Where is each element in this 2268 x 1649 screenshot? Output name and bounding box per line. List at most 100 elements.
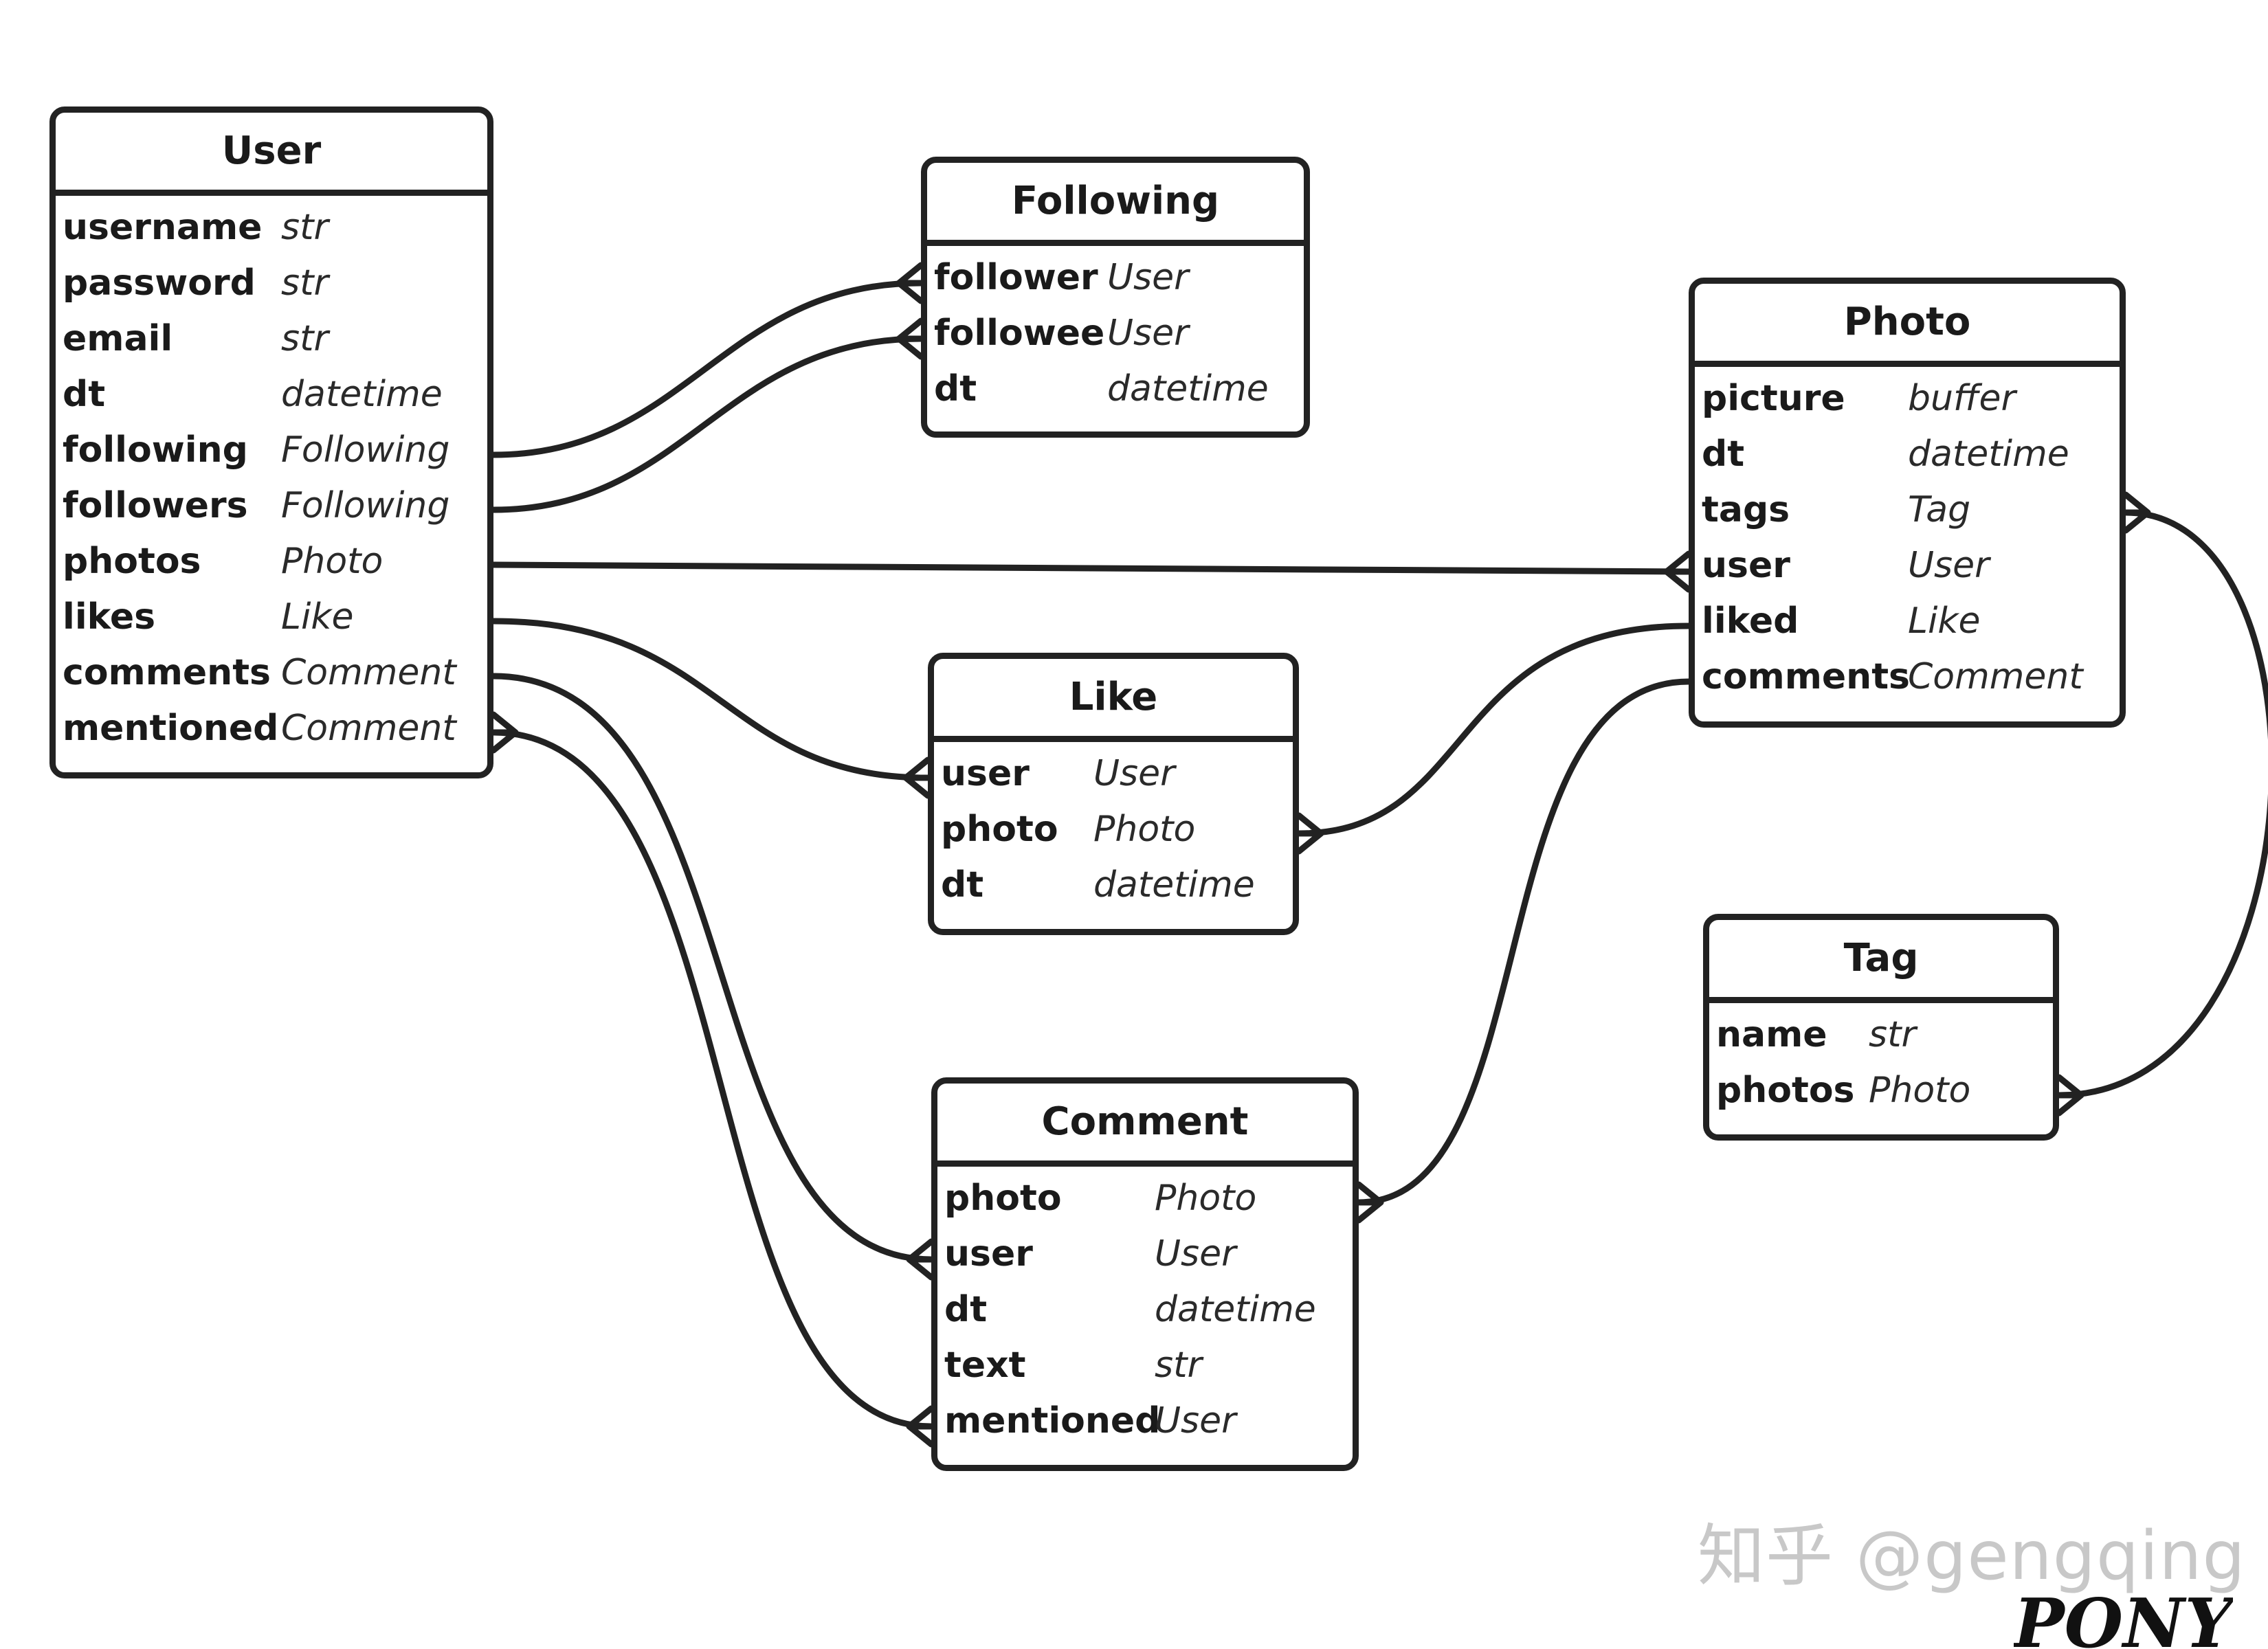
attribute-type: str bbox=[281, 262, 329, 304]
attribute-name: user bbox=[944, 1233, 1033, 1275]
attribute-type: User bbox=[1093, 753, 1175, 794]
pony-logo: PONY bbox=[2014, 1591, 2233, 1649]
attribute-type: Comment bbox=[281, 652, 456, 693]
attribute-type: str bbox=[1155, 1345, 1202, 1386]
attribute-row: dt datetime bbox=[927, 361, 1304, 417]
attribute-name: dt bbox=[941, 864, 984, 906]
link-user-mentioned bbox=[490, 729, 935, 1430]
attribute-type: Tag bbox=[1908, 489, 1971, 530]
attribute-name: tags bbox=[1702, 489, 1790, 530]
attribute-name: follower bbox=[934, 257, 1098, 298]
attribute-row: dt datetime bbox=[934, 857, 1293, 913]
attribute-type: Following bbox=[281, 429, 450, 471]
attribute-name: liked bbox=[1702, 601, 1799, 642]
crow-foot-marker bbox=[906, 1238, 935, 1281]
entity-title: Tag bbox=[1709, 920, 2053, 1003]
attribute-type: str bbox=[281, 318, 329, 359]
attribute-type: Photo bbox=[1869, 1070, 1971, 1111]
attribute-row: email str bbox=[56, 311, 487, 367]
attribute-type: User bbox=[1155, 1400, 1236, 1442]
attribute-name: photo bbox=[941, 809, 1058, 850]
attribute-row: likes Like bbox=[56, 590, 487, 645]
attribute-type: Photo bbox=[1155, 1178, 1257, 1219]
attribute-type: buffer bbox=[1908, 378, 2016, 419]
attribute-row: photo Photo bbox=[937, 1171, 1353, 1226]
link-user-followers-followee bbox=[490, 335, 924, 513]
link-photo-comments bbox=[1355, 678, 1692, 1206]
crow-foot-marker bbox=[1663, 550, 1692, 593]
link-photo-liked bbox=[1296, 622, 1692, 837]
attribute-row: dt datetime bbox=[937, 1282, 1353, 1338]
attribute-name: dt bbox=[944, 1289, 988, 1330]
attribute-type: User bbox=[1155, 1233, 1236, 1275]
attribute-row: dt datetime bbox=[56, 367, 487, 423]
attribute-name: dt bbox=[63, 374, 106, 415]
attribute-type: Following bbox=[281, 485, 450, 526]
attribute-name: comments bbox=[63, 652, 271, 693]
entity-title: Comment bbox=[937, 1084, 1353, 1167]
crow-foot-marker bbox=[1355, 1181, 1384, 1224]
attribute-name: email bbox=[63, 318, 173, 359]
entity-title: Like bbox=[934, 659, 1293, 742]
attribute-row: followers Following bbox=[56, 478, 487, 534]
attribute-name: comments bbox=[1702, 656, 1911, 697]
crow-foot-marker bbox=[2122, 491, 2151, 534]
attribute-name: dt bbox=[934, 368, 977, 410]
attribute-type: datetime bbox=[1107, 368, 1269, 410]
watermark-text: 知乎 @gengqing bbox=[1698, 1517, 2246, 1595]
attribute-name: photo bbox=[944, 1178, 1062, 1219]
attribute-type: datetime bbox=[281, 374, 443, 415]
attribute-name: username bbox=[63, 207, 263, 248]
crow-foot-marker bbox=[896, 262, 924, 304]
crow-foot-marker bbox=[902, 756, 931, 799]
link-user-comments bbox=[490, 673, 935, 1263]
link-user-following-follower bbox=[490, 280, 924, 458]
attribute-name: text bbox=[944, 1345, 1026, 1386]
attribute-type: datetime bbox=[1908, 434, 2069, 475]
link-photo-tags bbox=[2056, 509, 2268, 1099]
attribute-name: photos bbox=[63, 541, 201, 582]
attribute-name: dt bbox=[1702, 434, 1745, 475]
attribute-name: name bbox=[1716, 1014, 1827, 1055]
attribute-name: mentioned bbox=[944, 1400, 1161, 1442]
attribute-type: datetime bbox=[1155, 1289, 1316, 1330]
attribute-name: user bbox=[941, 753, 1030, 794]
attribute-type: User bbox=[1107, 313, 1189, 354]
attribute-type: datetime bbox=[1093, 864, 1255, 906]
attribute-type: str bbox=[281, 207, 329, 248]
attribute-row: user User bbox=[937, 1226, 1353, 1282]
attribute-name: likes bbox=[63, 596, 156, 638]
link-user-likes bbox=[490, 618, 931, 781]
attribute-type: Like bbox=[281, 596, 354, 638]
link-user-photos bbox=[490, 561, 1692, 575]
entity-title: Photo bbox=[1695, 284, 2120, 367]
attribute-name: followers bbox=[63, 485, 248, 526]
attribute-row: username str bbox=[56, 200, 487, 256]
attribute-name: mentioned bbox=[63, 708, 279, 749]
attribute-name: followee bbox=[934, 313, 1105, 354]
